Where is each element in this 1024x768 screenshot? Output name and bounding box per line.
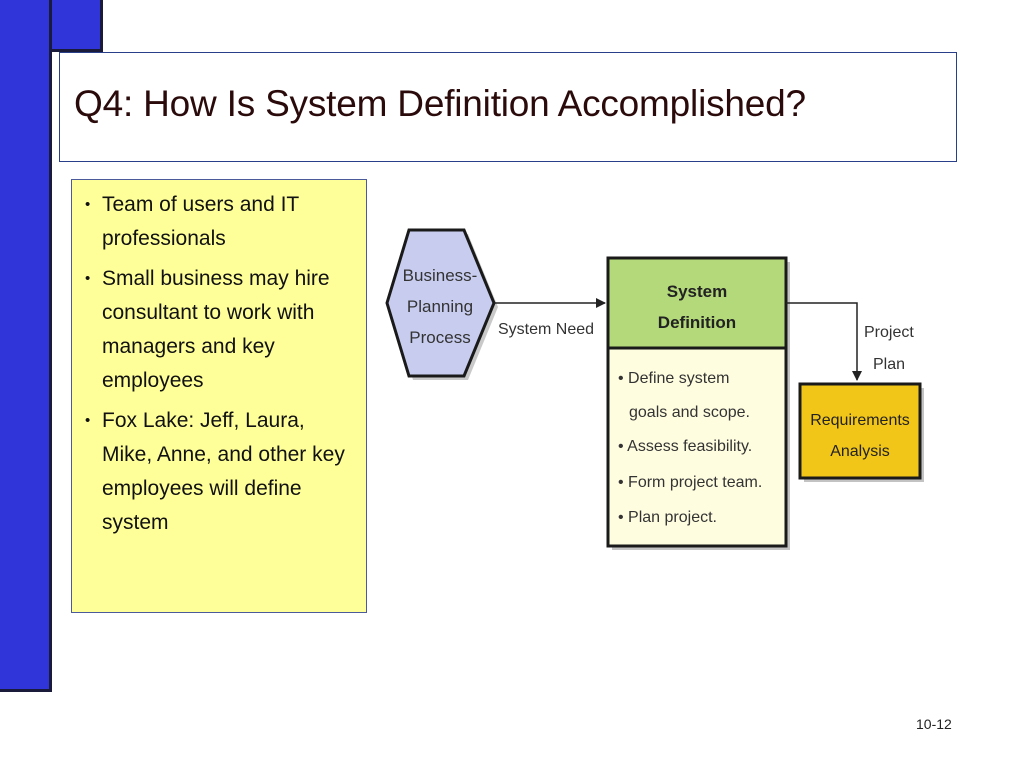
system-definition-item: • Plan project. — [618, 509, 717, 526]
system-definition-item: goals and scope. — [629, 404, 750, 421]
system-definition-item: • Form project team. — [618, 474, 762, 491]
bullet-dot-icon: • — [85, 270, 91, 287]
system-need-label: System Need — [498, 321, 594, 338]
bullet-dot-icon: • — [85, 196, 91, 213]
bullet-item-fox-lake: • Fox Lake: Jeff, Laura, Mike, Anne, and… — [84, 404, 358, 540]
system-definition-title-2: Definition — [658, 313, 736, 332]
bullet-item-team: • Team of users and IT professionals — [84, 188, 358, 256]
requirements-analysis-line-1: Requirements — [810, 412, 910, 429]
business-planning-line-2: Planning — [407, 297, 473, 316]
requirements-analysis-box — [798, 382, 922, 480]
system-definition-diagram: Business- Planning Process System Need S… — [385, 228, 924, 550]
project-plan-label-2: Plan — [873, 356, 905, 373]
slide-title: Q4: How Is System Definition Accomplishe… — [74, 83, 806, 124]
business-planning-line-3: Process — [409, 328, 470, 347]
bullet-text: Fox Lake: Jeff, Laura, Mike, Anne, and o… — [102, 409, 345, 534]
bullet-item-small-business: • Small business may hire consultant to … — [84, 262, 358, 398]
system-definition-item: • Assess feasibility. — [618, 438, 752, 455]
bullet-box: • Team of users and IT professionals • S… — [71, 179, 367, 613]
bullet-dot-icon: • — [85, 412, 91, 429]
system-definition-header — [606, 256, 788, 350]
business-planning-line-1: Business- — [403, 266, 478, 285]
system-definition-body — [606, 346, 788, 548]
business-planning-hexagon — [385, 228, 496, 378]
bullet-text: Team of users and IT professionals — [102, 193, 299, 250]
accent-bar-left — [0, 0, 52, 692]
project-plan-label-1: Project — [864, 324, 914, 341]
title-box: Q4: How Is System Definition Accomplishe… — [59, 52, 957, 162]
system-definition-title-1: System — [667, 282, 727, 301]
bullet-text: Small business may hire consultant to wo… — [102, 267, 330, 392]
page-number: 10-12 — [916, 716, 952, 732]
requirements-analysis-line-2: Analysis — [830, 443, 890, 460]
bullet-list: • Team of users and IT professionals • S… — [84, 188, 358, 540]
system-definition-item: • Define system — [618, 370, 729, 387]
project-plan-arrow — [786, 302, 862, 381]
